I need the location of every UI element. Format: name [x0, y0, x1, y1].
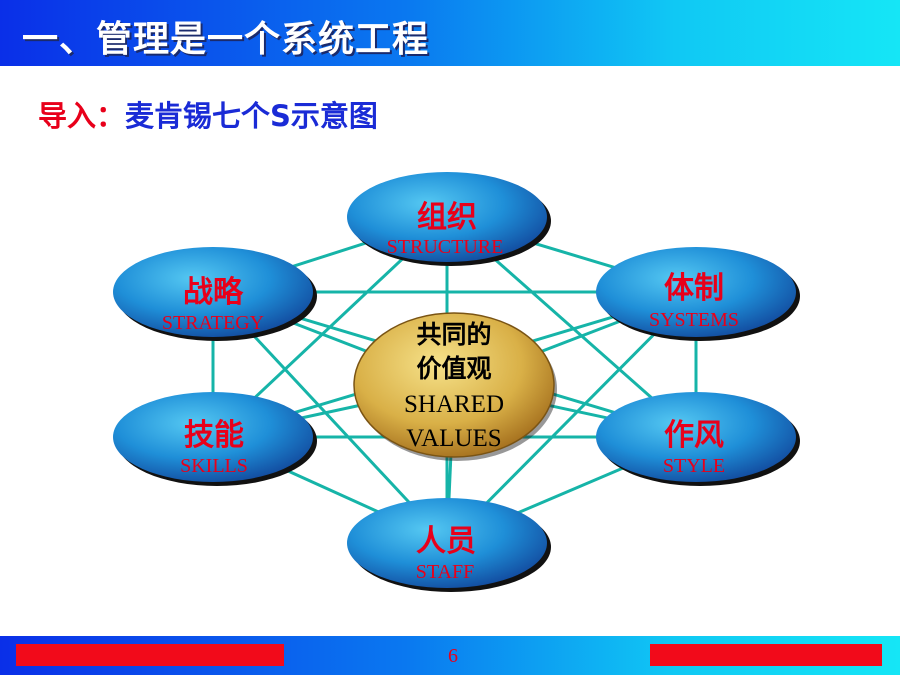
- shared-values-cn-line2: 价值观: [416, 354, 491, 383]
- structure-cn-label: 组织: [417, 200, 477, 235]
- page-number: 6: [448, 645, 458, 667]
- subtitle-lead: 导入：: [38, 99, 126, 133]
- shared-values-en-line1: SHARED: [404, 391, 504, 418]
- node-style: 作风 STYLE: [596, 392, 800, 486]
- skills-cn-label: 技能: [184, 418, 244, 453]
- slide-subtitle: 导入：麦肯锡七个S示意图: [38, 98, 378, 134]
- subtitle-text: 麦肯锡七个S示意图: [125, 99, 378, 133]
- slide-title: 一、管理是一个系统工程: [22, 19, 430, 60]
- node-staff: 人员 STAFF: [347, 498, 551, 592]
- style-en-label: STYLE: [663, 455, 725, 477]
- node-skills: 技能 SKILLS: [113, 392, 317, 486]
- shared-values-cn-line1: 共同的: [416, 320, 491, 349]
- shared-values-en-line2: VALUES: [406, 425, 501, 452]
- title-bar: [0, 0, 900, 66]
- staff-en-label: STAFF: [416, 561, 474, 583]
- strategy-cn-label: 战略: [183, 275, 244, 310]
- node-shared-values: 共同的 价值观 SHARED VALUES: [353, 312, 557, 461]
- node-structure: 组织 STRUCTURE: [347, 172, 551, 266]
- footer-red-bar-left: [16, 644, 284, 666]
- structure-en-label: STRUCTURE: [387, 236, 504, 258]
- style-cn-label: 作风: [664, 418, 724, 453]
- strategy-en-label: STRATEGY: [162, 312, 264, 334]
- footer-red-bar-right: [650, 644, 882, 666]
- node-strategy: 战略 STRATEGY: [113, 247, 317, 341]
- skills-en-label: SKILLS: [180, 455, 248, 477]
- node-systems: 体制 SYSTEMS: [596, 247, 800, 341]
- systems-cn-label: 体制: [664, 271, 724, 306]
- systems-en-label: SYSTEMS: [649, 309, 739, 331]
- staff-cn-label: 人员: [416, 524, 476, 559]
